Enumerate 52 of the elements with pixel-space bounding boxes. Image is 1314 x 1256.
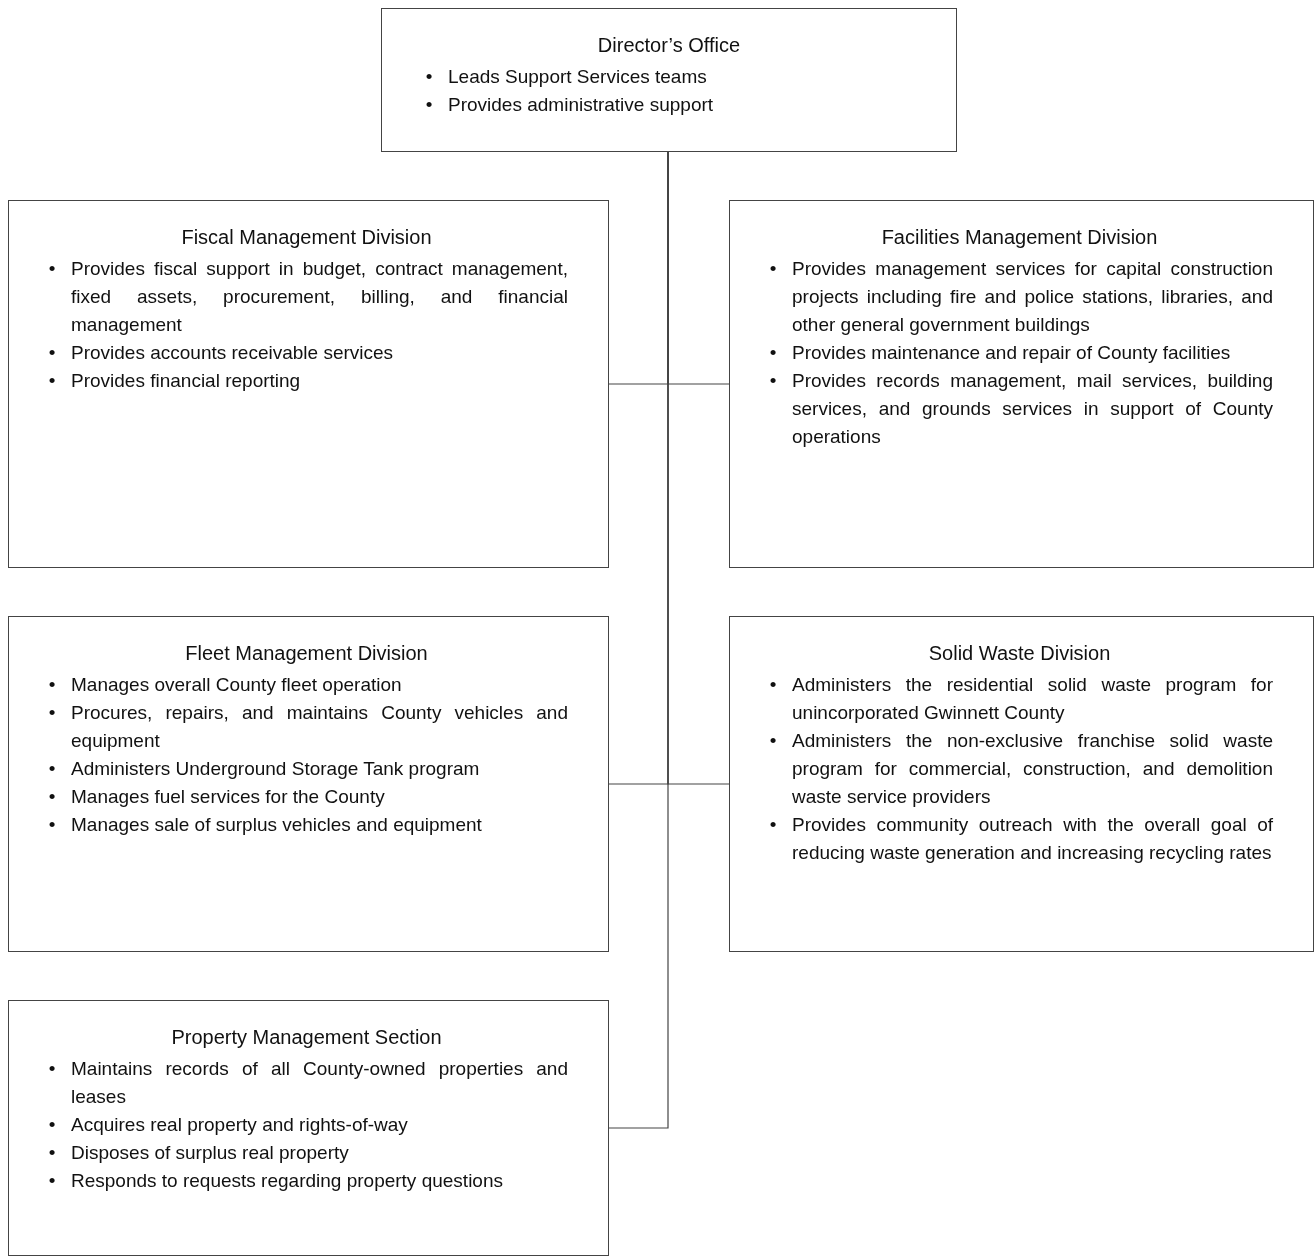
bullet-text: Provides fiscal support in budget, contract management, fixed assets, procurement, billing, and financial management bbox=[71, 257, 568, 337]
box-heading: Fleet Management Division bbox=[184, 641, 429, 666]
bullet-mark: • bbox=[47, 785, 57, 809]
bullet-mark: • bbox=[47, 369, 57, 393]
bullet-mark: • bbox=[47, 1057, 57, 1081]
bullet-text: Procures, repairs, and maintains County vehicles and equipment bbox=[71, 701, 568, 753]
bullet-mark: • bbox=[768, 369, 778, 393]
box-heading: Facilities Management Division bbox=[880, 225, 1159, 250]
bullet-mark: • bbox=[47, 813, 57, 837]
bullet-text: Provides accounts receivable services bbox=[71, 341, 395, 365]
bullet-text: Manages fuel services for the County bbox=[71, 785, 386, 809]
bullet-mark: • bbox=[768, 673, 778, 697]
box-heading: Director’s Office bbox=[596, 33, 742, 58]
org-box bbox=[8, 200, 609, 568]
bullet-text: Manages overall County fleet operation bbox=[71, 673, 403, 697]
bullet-text: Provides financial reporting bbox=[71, 369, 302, 393]
bullet-text: Leads Support Services teams bbox=[448, 65, 708, 89]
bullet-mark: • bbox=[47, 673, 57, 697]
bullet-text: Provides administrative support bbox=[448, 93, 715, 117]
bullet-mark: • bbox=[47, 1169, 57, 1193]
bullet-mark: • bbox=[768, 257, 778, 281]
bullet-mark: • bbox=[47, 1141, 57, 1165]
bullet-mark: • bbox=[47, 1113, 57, 1137]
bullet-mark: • bbox=[47, 701, 57, 725]
bullet-mark: • bbox=[768, 341, 778, 365]
box-heading: Fiscal Management Division bbox=[180, 225, 433, 250]
bullet-mark: • bbox=[47, 757, 57, 781]
bullet-mark: • bbox=[424, 93, 434, 117]
bullet-text: Maintains records of all County-owned properties and leases bbox=[71, 1057, 568, 1109]
bullet-mark: • bbox=[768, 729, 778, 753]
bullet-mark: • bbox=[47, 257, 57, 281]
bullet-text: Administers the non-exclusive franchise solid waste program for commercial, construction, and demolition waste service providers bbox=[792, 729, 1273, 809]
org-box bbox=[729, 616, 1314, 952]
bullet-text: Administers Underground Storage Tank program bbox=[71, 757, 481, 781]
bullet-text: Disposes of surplus real property bbox=[71, 1141, 350, 1165]
bullet-text: Manages sale of surplus vehicles and equipment bbox=[71, 813, 483, 837]
bullet-text: Provides maintenance and repair of County facilities bbox=[792, 341, 1232, 365]
org-box bbox=[381, 8, 957, 152]
bullet-text: Acquires real property and rights-of-way bbox=[71, 1113, 409, 1137]
bullet-text: Provides records management, mail services, building services, and grounds services in support of County operations bbox=[792, 369, 1273, 449]
org-box bbox=[8, 616, 609, 952]
bullet-text: Provides community outreach with the overall goal of reducing waste generation and increasing recycling rates bbox=[792, 813, 1273, 865]
org-box bbox=[8, 1000, 609, 1256]
bullet-text: Responds to requests regarding property questions bbox=[71, 1169, 504, 1193]
bullet-mark: • bbox=[768, 813, 778, 837]
org-box bbox=[729, 200, 1314, 568]
bullet-mark: • bbox=[424, 65, 434, 89]
bullet-text: Administers the residential solid waste program for unincorporated Gwinnett County bbox=[792, 673, 1273, 725]
bullet-text: Provides management services for capital construction projects including fire and police stations, libraries, and other general government buildings bbox=[792, 257, 1273, 337]
bullet-mark: • bbox=[47, 341, 57, 365]
box-heading: Property Management Section bbox=[170, 1025, 443, 1050]
box-heading: Solid Waste Division bbox=[927, 641, 1112, 666]
